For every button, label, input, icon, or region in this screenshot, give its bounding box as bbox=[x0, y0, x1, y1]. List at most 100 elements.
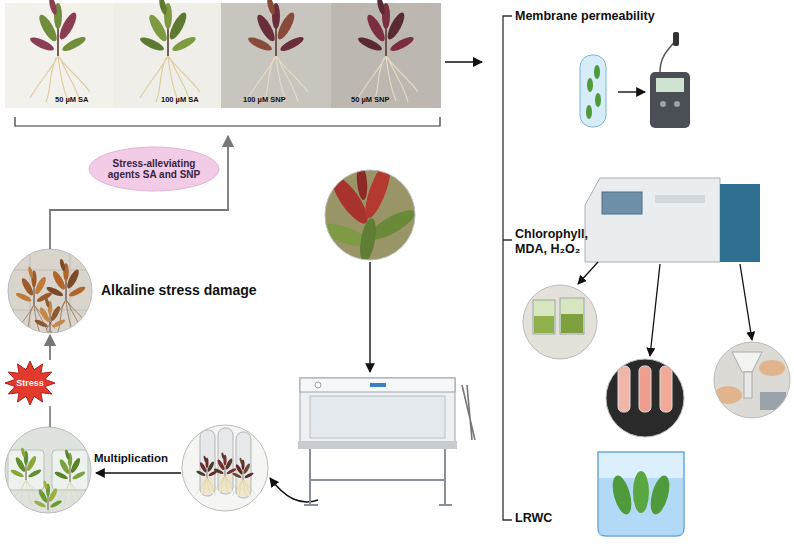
photo-bg bbox=[182, 425, 268, 511]
photo-bg bbox=[714, 342, 790, 418]
plant-photo bbox=[357, 0, 418, 102]
circle-shape bbox=[8, 249, 92, 333]
line bbox=[49, 406, 51, 427]
meter-button bbox=[660, 101, 666, 107]
funnel bbox=[732, 352, 762, 372]
beaker bbox=[560, 298, 584, 334]
treatment-caption: 50 µM SNP bbox=[351, 96, 390, 105]
plant-photo bbox=[232, 457, 255, 497]
assay-label: Membrane permeability bbox=[515, 9, 655, 24]
hood-header bbox=[300, 378, 455, 392]
spectro-panel bbox=[720, 184, 760, 262]
photo-bg bbox=[520, 284, 600, 360]
photo-circle bbox=[523, 285, 597, 359]
tube bbox=[744, 372, 752, 398]
instrument bbox=[760, 392, 786, 410]
photo-circle bbox=[714, 342, 790, 418]
arrow bbox=[369, 262, 370, 372]
treatment-caption: 100 µM SA bbox=[161, 96, 199, 105]
spectro-slot bbox=[655, 195, 705, 203]
stage-heading: Alkaline stress damage bbox=[101, 282, 257, 298]
treatment-caption: 50 µM SA bbox=[55, 96, 89, 105]
extract bbox=[561, 314, 583, 333]
hood-stand bbox=[304, 449, 452, 505]
plant-photo bbox=[10, 447, 44, 505]
photo-circle bbox=[606, 359, 684, 437]
stress-star: Stress bbox=[4, 360, 56, 406]
leaf bbox=[609, 474, 635, 517]
agent-text: Stress-alleviating agents SA and SNP bbox=[98, 158, 210, 181]
plant-photo bbox=[45, 258, 88, 332]
step-label: Multiplication bbox=[94, 452, 168, 466]
bracket bbox=[15, 117, 440, 126]
hood-glass bbox=[310, 396, 445, 438]
leaf-disc bbox=[587, 78, 593, 92]
beaker bbox=[533, 300, 555, 334]
treatment-caption: 100 µM SNP bbox=[243, 96, 286, 105]
arrow bbox=[96, 472, 181, 473]
star-text: Stress bbox=[10, 378, 50, 388]
test-tube bbox=[660, 366, 672, 412]
photo-circle bbox=[325, 170, 415, 260]
hood-knob bbox=[315, 382, 321, 388]
arrow bbox=[578, 262, 598, 284]
assay-label: Chlorophyll, MDA, H₂O₂ bbox=[515, 227, 599, 257]
tubes-photo bbox=[182, 425, 268, 511]
flow-connector bbox=[50, 136, 228, 249]
arrow bbox=[650, 264, 660, 356]
hood-indicator bbox=[370, 383, 386, 387]
meter-button bbox=[674, 101, 680, 107]
ellipse-shape bbox=[89, 147, 219, 191]
plant-photo bbox=[15, 266, 55, 335]
plant-photo bbox=[34, 297, 68, 355]
photo-bg bbox=[4, 426, 94, 516]
flow-connector bbox=[49, 335, 51, 360]
hood-body bbox=[300, 378, 455, 446]
forceps bbox=[462, 385, 475, 440]
mda-photo bbox=[604, 358, 686, 438]
leaf bbox=[633, 471, 649, 513]
work-surface bbox=[298, 441, 457, 449]
photo-circle bbox=[5, 427, 91, 513]
photo-strip: 50 µM SA 100 µM SA 100 µM SNP 50 µM SNP bbox=[5, 3, 441, 135]
h2o2-photo bbox=[714, 342, 790, 418]
leaf bbox=[647, 474, 673, 517]
star-shape bbox=[5, 361, 55, 405]
arrow bbox=[618, 91, 645, 92]
leaf-disc bbox=[594, 65, 600, 79]
hand bbox=[759, 360, 785, 376]
plant-photo bbox=[319, 159, 419, 263]
leaf-disc bbox=[586, 105, 592, 119]
multiplication-photo bbox=[4, 426, 94, 533]
test-tube bbox=[618, 366, 630, 412]
test-tube bbox=[639, 366, 651, 412]
bracket bbox=[503, 16, 512, 520]
agent-ellipse: Stress-alleviating agents SA and SNP bbox=[88, 146, 220, 192]
meter-screen bbox=[656, 78, 684, 92]
hand bbox=[714, 386, 742, 404]
plant-photo bbox=[247, 0, 308, 102]
leaf bbox=[357, 217, 378, 263]
plant-photo bbox=[54, 449, 88, 507]
photo-bg bbox=[604, 358, 686, 438]
test-tube bbox=[580, 55, 606, 127]
damage-photo bbox=[5, 246, 95, 355]
photo-circle bbox=[182, 425, 268, 511]
extract bbox=[534, 316, 554, 333]
spectrophotometer bbox=[585, 178, 720, 262]
spectro-screen bbox=[602, 192, 642, 214]
conductivity-meter bbox=[650, 72, 690, 128]
leaf-disc bbox=[595, 93, 601, 107]
beaker bbox=[598, 452, 684, 536]
damage-circle: Alkaline stress damage bbox=[5, 246, 267, 336]
plant-photo bbox=[139, 0, 200, 102]
electrode bbox=[673, 32, 679, 46]
arrow bbox=[740, 264, 752, 340]
chlorophyll-photo bbox=[520, 284, 600, 360]
plant-photo bbox=[33, 480, 64, 533]
plant-photo bbox=[29, 0, 90, 102]
assay-label: LRWC bbox=[515, 511, 552, 526]
arrow bbox=[445, 61, 482, 63]
